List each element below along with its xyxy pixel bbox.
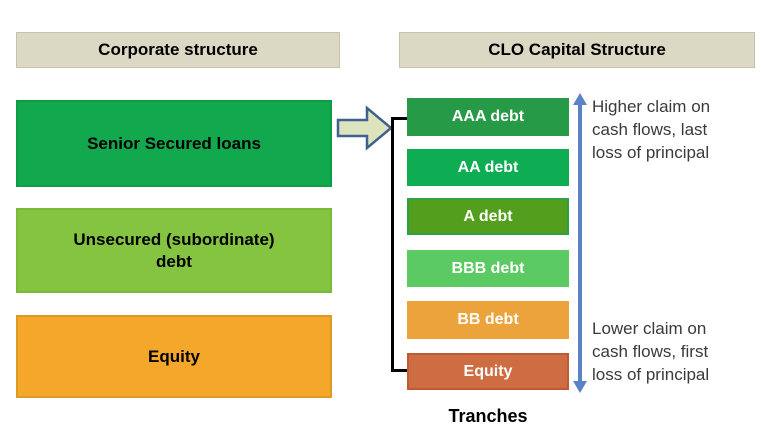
corporate-equity-label: Equity xyxy=(148,346,200,366)
tranche-equity-label: Equity xyxy=(463,362,513,380)
clo-capital-structure-header-label: CLO Capital Structure xyxy=(488,40,666,59)
corporate-equity-box: Equity xyxy=(16,315,332,398)
claim-arrow-line xyxy=(578,103,582,386)
bracket-bottom-line xyxy=(391,369,408,372)
clo-capital-structure-header: CLO Capital Structure xyxy=(399,32,755,68)
bracket-vertical-line xyxy=(391,117,394,372)
higher-claim-note: Higher claim on cash flows, last loss of… xyxy=(592,97,711,162)
corporate-structure-header-label: Corporate structure xyxy=(98,40,258,59)
tranche-a-debt: A debt xyxy=(407,198,569,235)
tranche-aaa-debt: AAA debt xyxy=(407,98,569,136)
tranche-aa-debt: AA debt xyxy=(407,149,569,186)
tranche-bbb-debt-label: BBB debt xyxy=(451,259,525,277)
unsecured-subordinate-debt-box: Unsecured (subordinate) debt xyxy=(16,208,332,293)
tranche-a-debt-label: A debt xyxy=(463,207,513,225)
lower-claim-note: Lower claim on cash flows, first loss of… xyxy=(592,319,710,384)
flow-right-arrow-icon xyxy=(336,105,393,151)
flow-right-arrow-shape xyxy=(336,105,393,151)
tranche-bbb-debt: BBB debt xyxy=(407,250,569,287)
bracket-top-line xyxy=(391,117,408,120)
tranche-aa-debt-label: AA debt xyxy=(457,158,519,176)
tranche-bb-debt-label: BB debt xyxy=(457,311,519,328)
unsecured-subordinate-debt-label: Unsecured (subordinate) debt xyxy=(73,229,275,271)
claim-arrow-up-icon xyxy=(573,93,587,105)
senior-secured-loans-label: Senior Secured loans xyxy=(87,133,261,153)
corporate-structure-header: Corporate structure xyxy=(16,32,340,68)
claim-arrow-down-icon xyxy=(573,381,587,393)
tranche-equity: Equity xyxy=(407,353,569,390)
senior-secured-loans-box: Senior Secured loans xyxy=(16,100,332,187)
tranches-axis-label: Tranches xyxy=(448,406,528,426)
tranche-bb-debt: BB debt xyxy=(407,301,569,339)
tranche-aaa-debt-label: AAA debt xyxy=(451,108,525,125)
